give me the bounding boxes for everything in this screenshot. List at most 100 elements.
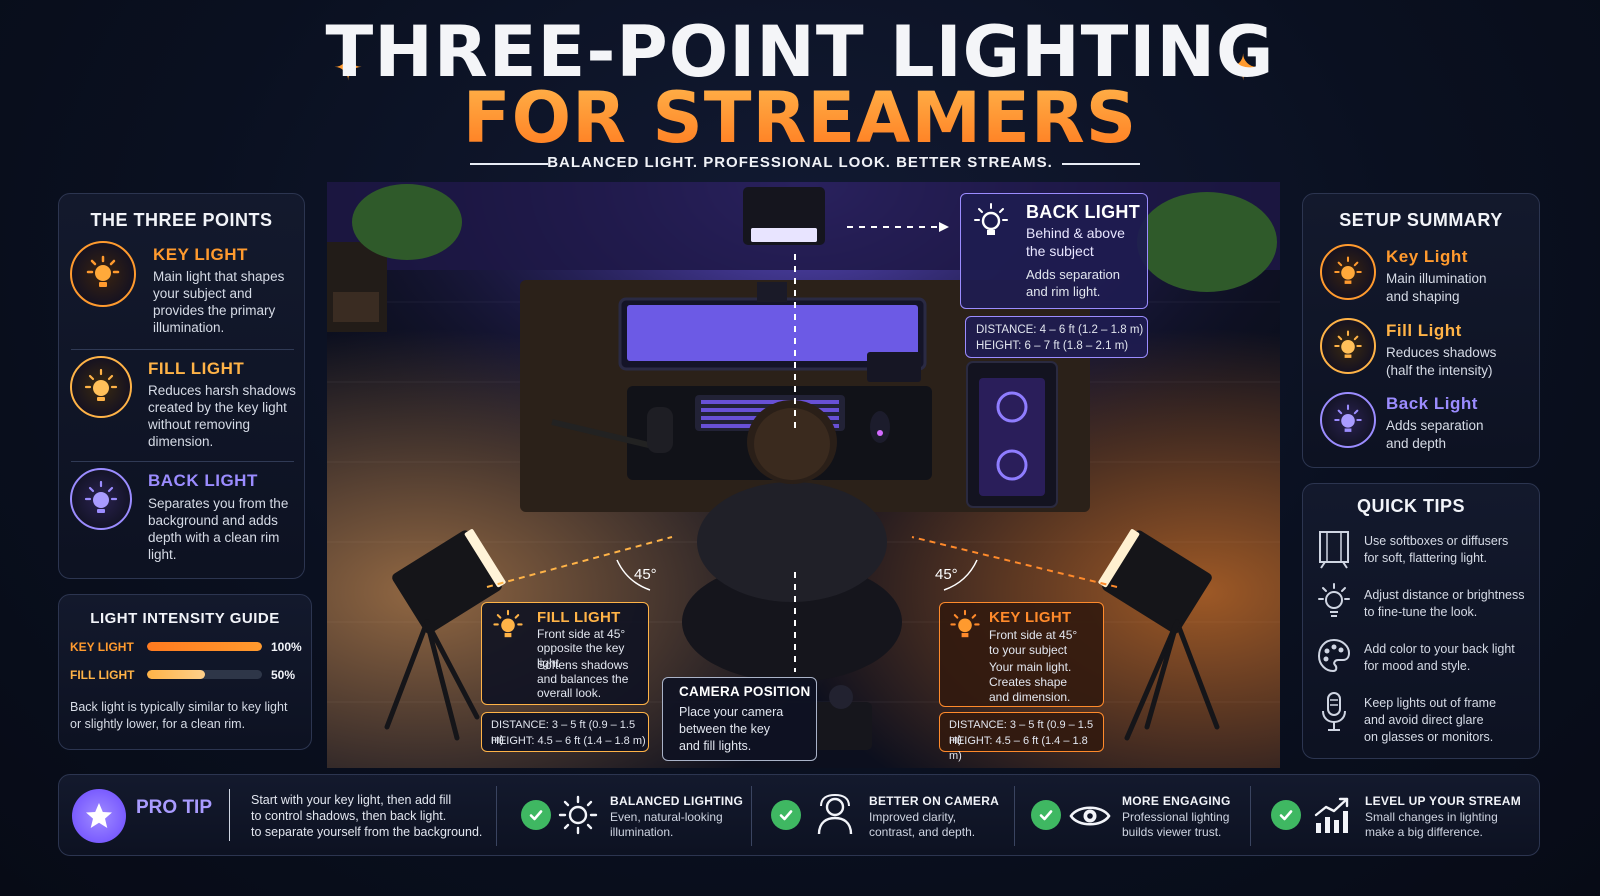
sparkle-left-icon: ✦: [333, 47, 364, 88]
benefit-4-line2: make a big difference.: [1365, 825, 1483, 839]
back-light-callout-title: BACK LIGHT: [1026, 202, 1140, 222]
rim-light-icon: [70, 468, 132, 530]
tip-3-line2: for mood and style.: [1364, 659, 1471, 673]
intensity-guide-panel: LIGHT INTENSITY GUIDE KEY LIGHT 100% FIL…: [58, 594, 312, 750]
fill-light-callout-title: FILL LIGHT: [537, 609, 621, 626]
page-title-line1: THREE-POINT LIGHTING: [325, 11, 1275, 93]
summary-fill-line1: Reduces shadows: [1386, 345, 1497, 360]
bulb-icon: [950, 609, 980, 638]
key-intensity-value: 100%: [271, 640, 302, 654]
camera-line2: between the key: [679, 722, 771, 736]
tip-4-line1: Keep lights out of frame: [1364, 696, 1497, 710]
tip-2-line1: Adjust distance or brightness: [1364, 588, 1525, 602]
fill-light-heading: FILL LIGHT: [148, 359, 245, 378]
subtitle-rule-left: [470, 163, 548, 165]
divider: [496, 786, 497, 846]
fill-light-line5: overall look.: [537, 686, 602, 700]
tip-2-line2: to fine-tune the look.: [1364, 605, 1478, 619]
back-light-callout: BACK LIGHT Behind & above the subject Ad…: [960, 193, 1148, 309]
setup-summary-title: SETUP SUMMARY: [1339, 210, 1503, 230]
back-light-desc: Separates you from the background and ad…: [148, 496, 289, 562]
eye-icon: [1069, 806, 1111, 826]
divider: [1014, 786, 1015, 846]
fill-light-line3: Softens shadows: [537, 658, 629, 672]
key-light-desc: Main light that shapes your subject and …: [153, 269, 285, 335]
fill-intensity-value: 50%: [271, 668, 296, 682]
page-subtitle: BALANCED LIGHT. PROFESSIONAL LOOK. BETTE…: [547, 154, 1053, 171]
three-points-title: THE THREE POINTS: [90, 210, 273, 230]
divider: [751, 786, 752, 846]
key-light-callout: KEY LIGHT Front side at 45° to your subj…: [939, 602, 1104, 707]
divider: [71, 461, 294, 462]
brightness-icon: [1318, 583, 1350, 617]
summary-key-line2: and shaping: [1386, 289, 1460, 304]
key-light-specs: DISTANCE: 3 – 5 ft (0.9 – 1.5 m) HEIGHT:…: [939, 712, 1104, 762]
person-icon: [817, 794, 853, 835]
key-light-height: HEIGHT: 4.5 – 6 ft (1.4 – 1.8 m): [949, 735, 1088, 762]
fill-light-line4: and balances the: [537, 672, 629, 686]
back-light-summary-icon: [1320, 392, 1376, 448]
pro-tip-line1: Start with your key light, then add fill: [251, 793, 452, 807]
back-light-height: HEIGHT: 6 – 7 ft (1.8 – 2.1 m): [976, 340, 1129, 352]
fill-light-callout: FILL LIGHT Front side at 45° opposite th…: [481, 602, 649, 705]
back-light-line4: and rim light.: [1026, 284, 1101, 299]
benefit-1-head: BALANCED LIGHTING: [610, 794, 744, 808]
back-light-heading: BACK LIGHT: [148, 471, 258, 490]
back-light-specs: DISTANCE: 4 – 6 ft (1.2 – 1.8 m) HEIGHT:…: [965, 316, 1148, 358]
key-light-line3: Your main light.: [989, 660, 1072, 674]
divider: [71, 349, 294, 350]
pro-tip-line3: to separate yourself from the background…: [251, 825, 483, 839]
key-light-line2: to your subject: [989, 643, 1068, 657]
back-light-distance: DISTANCE: 4 – 6 ft (1.2 – 1.8 m): [976, 324, 1144, 336]
sparkle-right-icon: ✦: [1228, 47, 1259, 88]
pro-tip-line2: to control shadows, then back light.: [251, 809, 447, 823]
divider: [1250, 786, 1251, 846]
key-intensity-bar: [147, 642, 262, 651]
key-intensity-label: KEY LIGHT: [70, 640, 134, 654]
key-light-line4: Creates shape: [989, 675, 1068, 689]
key-angle-label: 45°: [935, 566, 958, 583]
fill-light-specs: DISTANCE: 3 – 5 ft (0.9 – 1.5 m) HEIGHT:…: [481, 712, 649, 752]
palette-icon: [1317, 638, 1351, 673]
key-light-distance: DISTANCE: 3 – 5 ft (0.9 – 1.5 m): [949, 719, 1094, 746]
subtitle-rule-right: [1062, 163, 1140, 165]
back-light-line1: Behind & above: [1026, 225, 1125, 241]
summary-back-line2: and depth: [1386, 436, 1447, 451]
benefit-2-line2: contrast, and depth.: [869, 825, 976, 839]
benefit-4-line1: Small changes in lighting: [1365, 810, 1498, 824]
streaming-setup-scene: 45° 45° BACK LIGHT Behind & above the su…: [327, 182, 1280, 768]
check-icon: [1031, 800, 1061, 830]
fill-light-line1: Front side at 45°: [537, 627, 626, 641]
back-light-line3: Adds separation: [1026, 267, 1120, 282]
fill-intensity-label: FILL LIGHT: [70, 668, 135, 682]
summary-fill-name: Fill Light: [1386, 321, 1462, 340]
divider: [229, 789, 230, 841]
camera-callout-title: CAMERA POSITION: [679, 684, 811, 699]
bulb-icon: [493, 609, 523, 638]
camera-line3: and fill lights.: [679, 739, 752, 753]
setup-summary-panel: SETUP SUMMARY Key Light Main illuminatio…: [1302, 193, 1540, 468]
summary-key-name: Key Light: [1386, 247, 1468, 266]
three-points-panel: THE THREE POINTS KEY LIGHT Main light th…: [58, 193, 305, 579]
quick-tips-panel: QUICK TIPS Use softboxes or diffusers fo…: [1302, 483, 1540, 759]
benefit-3-line2: builds viewer trust.: [1122, 825, 1222, 839]
check-icon: [1271, 800, 1301, 830]
key-light-line1: Front side at 45°: [989, 628, 1078, 642]
check-icon: [521, 800, 551, 830]
key-light-summary-icon: [1320, 244, 1376, 300]
tip-4-line2: and avoid direct glare: [1364, 713, 1484, 727]
growth-chart-icon: [1314, 797, 1349, 833]
tip-1-line1: Use softboxes or diffusers: [1364, 534, 1509, 548]
fill-light-line2: opposite the key light: [537, 641, 625, 670]
softbox-icon: [1319, 531, 1349, 569]
sun-icon: [70, 356, 132, 418]
benefit-3-head: MORE ENGAGING: [1122, 794, 1231, 808]
page-title-line2: FOR STREAMERS: [0, 80, 1600, 156]
pro-tip-label: PRO TIP: [136, 797, 213, 818]
key-light-line5: and dimension.: [989, 690, 1071, 704]
intensity-note: Back light is typically similar to key l…: [70, 700, 288, 731]
benefit-3-line1: Professional lighting: [1122, 810, 1230, 824]
camera-position-callout: CAMERA POSITION Place your camera betwee…: [662, 677, 817, 761]
fill-light-distance: DISTANCE: 3 – 5 ft (0.9 – 1.5 m): [491, 719, 636, 746]
benefit-2-line1: Improved clarity,: [869, 810, 957, 824]
